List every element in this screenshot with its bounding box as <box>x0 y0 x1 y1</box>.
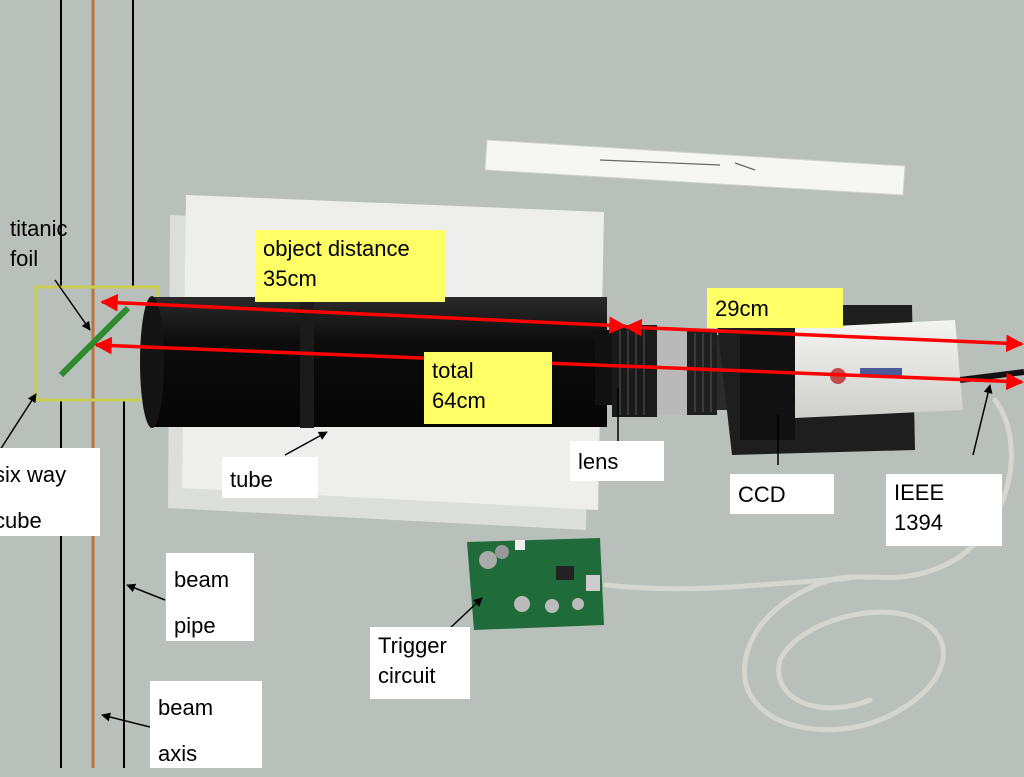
beam-pipe <box>60 0 134 768</box>
dimension-arrows <box>94 293 1024 391</box>
ccd-label: CCD <box>730 474 834 514</box>
six-way-cube-label: six way cube <box>0 448 100 536</box>
beam-pipe-label: beam pipe <box>166 553 254 641</box>
tube-label: tube <box>222 457 318 498</box>
object-distance-arrow <box>100 293 627 335</box>
ieee-1394-label: IEEE 1394 <box>886 474 1002 546</box>
trigger-circuit-label: Trigger circuit <box>370 627 470 699</box>
titanic-foil-label: titanic foil <box>10 216 68 271</box>
ruler <box>484 139 906 196</box>
total-distance-label: total 64cm <box>424 352 552 424</box>
camera-distance-label: 29cm <box>707 288 843 328</box>
lens-label: lens <box>570 441 664 481</box>
object-distance-label: object distance 35cm <box>255 230 445 302</box>
trigger-circuit-board <box>467 538 604 630</box>
pointer-arrows <box>0 279 993 728</box>
total-distance-arrow <box>94 336 1024 391</box>
beam-axis-label: beam axis <box>150 681 262 768</box>
cables <box>603 397 1014 733</box>
